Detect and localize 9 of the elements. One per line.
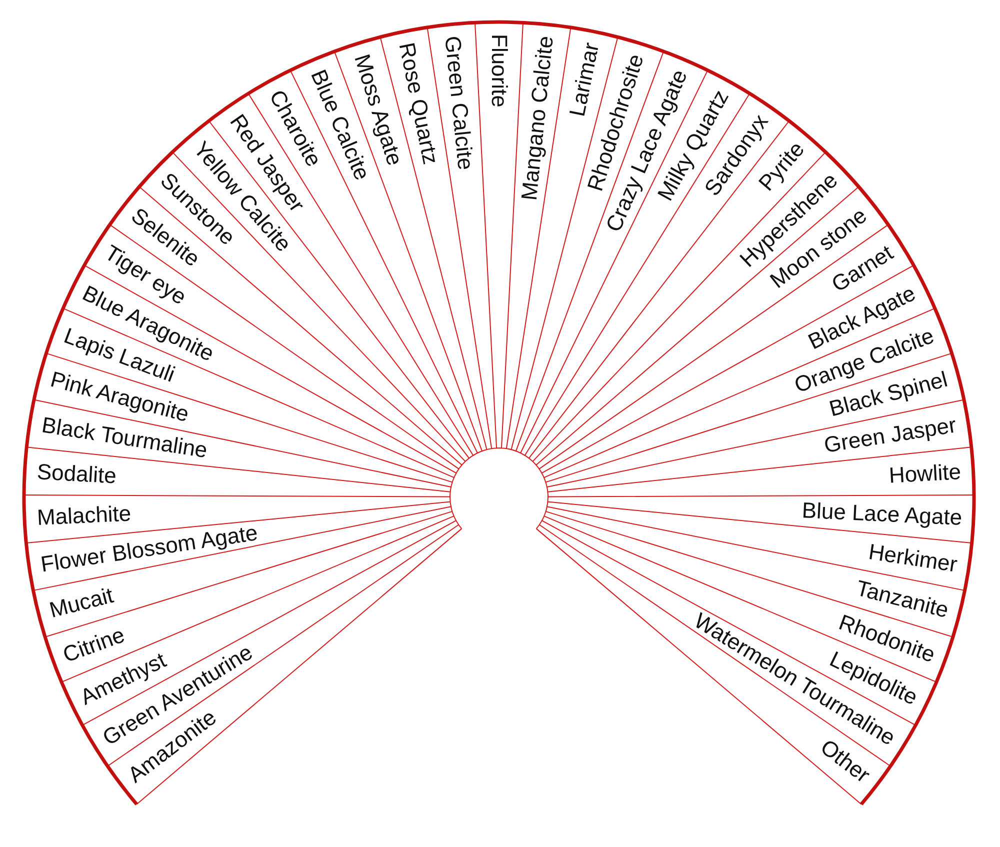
sector-label: Herkimer [867,541,959,576]
sector-label: Howlite [888,460,962,487]
sector-label: Green Calcite [441,35,477,172]
sector-label: Sodalite [36,460,117,488]
sector-label: Malachite [36,503,132,530]
sector-label: Blue Lace Agate [800,500,962,530]
sector-label: Fluorite [488,34,510,108]
sector-label: Mucait [48,584,116,622]
sector-label: Mangano Calcite [518,35,557,202]
